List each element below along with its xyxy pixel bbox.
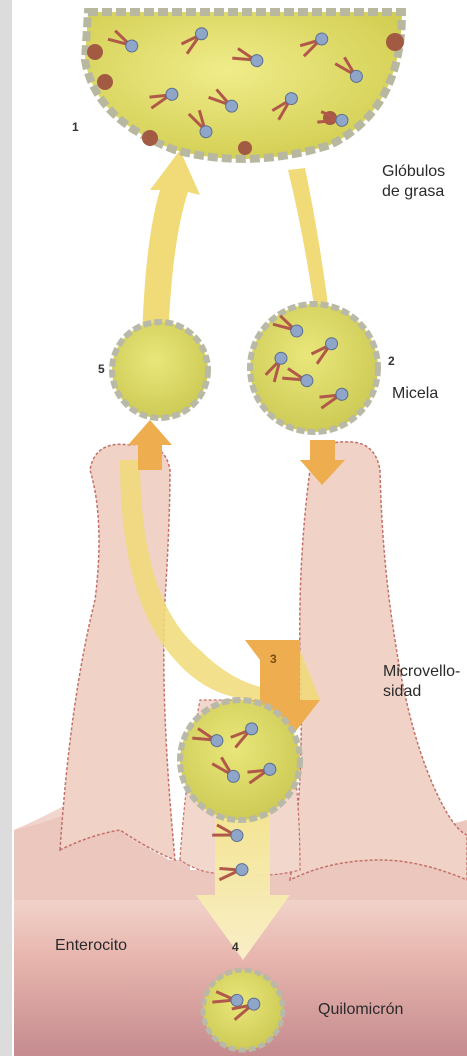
label-microvillus: Microvello- sidad — [383, 662, 460, 702]
label-fat-globules: Glóbulos de grasa — [382, 162, 445, 202]
fat-globule — [85, 12, 402, 159]
micelle-3 — [180, 700, 300, 820]
chylomicron — [203, 970, 283, 1050]
step-2-number: 2 — [388, 354, 395, 368]
step-3-number: 3 — [270, 652, 277, 666]
label-microvillus-line1: Microvello- — [383, 662, 460, 682]
arrow-1-to-2 — [288, 168, 330, 320]
micelle-5 — [112, 322, 208, 418]
step-5-number: 5 — [98, 362, 105, 376]
label-fat-globules-line2: de grasa — [382, 182, 445, 202]
left-margin-bar — [0, 0, 12, 1056]
label-fat-globules-line1: Glóbulos — [382, 162, 445, 182]
right-microvillus — [290, 442, 467, 880]
label-micelle: Micela — [392, 384, 438, 404]
label-chylomicron: Quilomicrón — [318, 1000, 403, 1020]
micelle-2 — [250, 304, 378, 432]
label-microvillus-line2: sidad — [383, 682, 460, 702]
label-enterocyte: Enterocito — [55, 936, 127, 956]
left-microvillus — [60, 444, 175, 860]
arrow-5-to-1 — [142, 150, 200, 340]
step-1-number: 1 — [72, 120, 79, 134]
step-4-number: 4 — [232, 940, 239, 954]
